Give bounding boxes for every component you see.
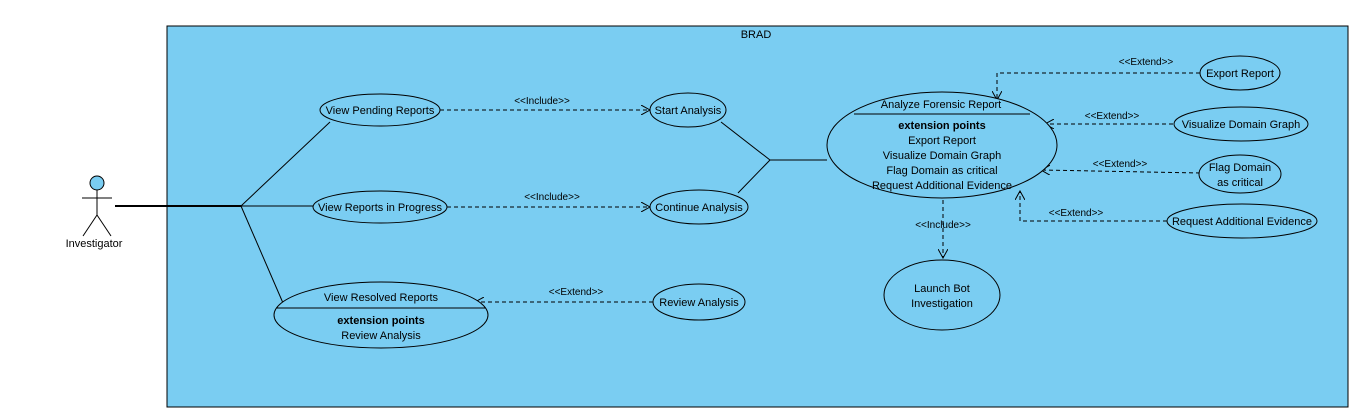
svg-text:Review Analysis: Review Analysis xyxy=(659,297,739,309)
svg-text:extension points: extension points xyxy=(337,315,424,327)
svg-text:Request Additional Evidence: Request Additional Evidence xyxy=(872,180,1012,192)
include-pending-start: <<Include>> xyxy=(440,96,650,110)
svg-text:Export Report: Export Report xyxy=(908,135,976,147)
use-case-start-analysis[interactable]: Start Analysis xyxy=(649,92,727,128)
svg-text:Visualize Domain Graph: Visualize Domain Graph xyxy=(1182,119,1300,131)
svg-text:Request Additional Evidence: Request Additional Evidence xyxy=(1172,216,1312,228)
actor-label: Investigator xyxy=(66,238,123,250)
svg-text:Visualize Domain Graph: Visualize Domain Graph xyxy=(883,150,1001,162)
use-case-analyze-forensic-report[interactable]: Analyze Forensic Report extension points… xyxy=(826,91,1058,199)
svg-text:<<Extend>>: <<Extend>> xyxy=(549,287,604,298)
use-case-export-report[interactable]: Export Report xyxy=(1199,55,1281,91)
extend-visualize: <<Extend>> xyxy=(1045,111,1173,124)
extend-export: <<Extend>> xyxy=(997,57,1200,100)
svg-text:Export Report: Export Report xyxy=(1206,68,1274,80)
use-case-flag-domain[interactable]: Flag Domain as critical xyxy=(1198,154,1282,194)
svg-text:<<Extend>>: <<Extend>> xyxy=(1119,57,1174,68)
extend-flag: <<Extend>> xyxy=(1041,159,1201,173)
actor-investigator[interactable]: Investigator xyxy=(66,175,123,250)
use-case-visualize-domain-graph[interactable]: Visualize Domain Graph xyxy=(1173,106,1309,142)
svg-text:Continue Analysis: Continue Analysis xyxy=(655,202,743,214)
svg-text:Flag Domain as critical: Flag Domain as critical xyxy=(886,165,997,177)
svg-text:Analyze Forensic Report: Analyze Forensic Report xyxy=(881,99,1001,111)
svg-text:<<Include>>: <<Include>> xyxy=(915,220,971,231)
include-launch: <<Include>> xyxy=(915,200,971,258)
use-case-view-pending-reports[interactable]: View Pending Reports xyxy=(319,93,441,127)
svg-text:View Reports in Progress: View Reports in Progress xyxy=(318,202,442,214)
extend-review-resolved: <<Extend>> xyxy=(475,287,653,302)
extend-request: <<Extend>> xyxy=(1020,191,1167,222)
use-case-review-analysis[interactable]: Review Analysis xyxy=(652,283,746,321)
svg-text:as critical: as critical xyxy=(1217,177,1263,189)
use-case-launch-bot-investigation[interactable]: Launch Bot Investigation xyxy=(883,259,1001,331)
svg-text:<<Extend>>: <<Extend>> xyxy=(1093,159,1148,170)
include-progress-continue: <<Include>> xyxy=(447,192,650,207)
actor-head xyxy=(89,175,105,191)
svg-text:Investigation: Investigation xyxy=(911,298,973,310)
svg-text:Flag Domain: Flag Domain xyxy=(1209,162,1271,174)
use-case-continue-analysis[interactable]: Continue Analysis xyxy=(649,189,749,225)
analysis-associations xyxy=(720,121,827,194)
svg-text:<<Include>>: <<Include>> xyxy=(514,96,570,107)
svg-text:<<Extend>>: <<Extend>> xyxy=(1085,111,1140,122)
use-case-view-reports-in-progress[interactable]: View Reports in Progress xyxy=(312,190,448,224)
svg-text:Launch Bot: Launch Bot xyxy=(914,283,970,295)
use-case-request-additional-evidence[interactable]: Request Additional Evidence xyxy=(1166,203,1318,239)
system-name: BRAD xyxy=(741,29,772,41)
svg-text:<<Extend>>: <<Extend>> xyxy=(1049,208,1104,219)
svg-text:View Resolved Reports: View Resolved Reports xyxy=(324,292,439,304)
svg-text:Review Analysis: Review Analysis xyxy=(341,330,421,342)
svg-text:Start Analysis: Start Analysis xyxy=(655,105,722,117)
svg-text:View Pending Reports: View Pending Reports xyxy=(326,105,435,117)
actor-associations xyxy=(115,121,331,304)
svg-text:extension points: extension points xyxy=(898,120,985,132)
svg-text:<<Include>>: <<Include>> xyxy=(524,192,580,203)
use-case-view-resolved-reports[interactable]: View Resolved Reports extension points R… xyxy=(273,281,489,349)
